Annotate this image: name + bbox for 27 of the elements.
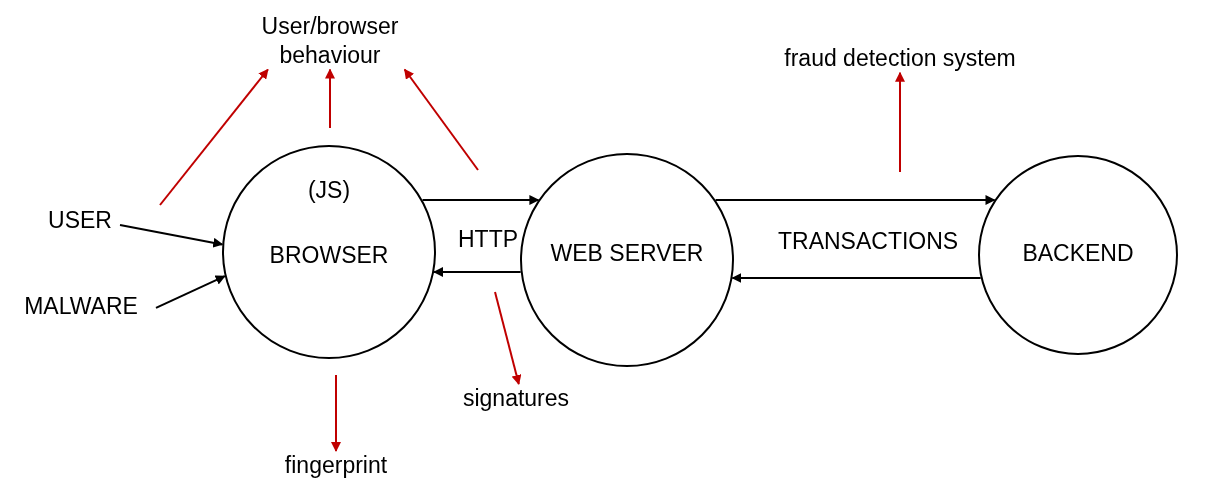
node-label: BACKEND	[1022, 240, 1134, 268]
node-label: (JS)	[307, 177, 351, 205]
arrow	[155, 275, 226, 309]
text-label: signatures	[436, 384, 596, 413]
text-label: MALWARE	[6, 292, 156, 321]
arrow	[714, 195, 996, 205]
arrow	[895, 71, 905, 173]
arrow	[325, 68, 335, 129]
text-label: fingerprint	[261, 451, 411, 480]
arrow	[119, 224, 224, 248]
text-label: USER	[40, 206, 120, 235]
circle-node	[978, 155, 1178, 355]
arrow	[331, 374, 341, 452]
text-label: fraud detection system	[740, 44, 1060, 73]
node-label: WEB SERVER	[550, 240, 704, 268]
connector-label: TRANSACTIONS	[778, 228, 959, 255]
arrow	[403, 68, 479, 171]
arrow	[159, 68, 269, 206]
connector-label: HTTP	[458, 226, 519, 253]
arrow	[494, 291, 522, 385]
circle-node	[520, 153, 734, 367]
arrow	[731, 273, 982, 283]
circle-node	[222, 145, 436, 359]
arrow	[421, 195, 540, 205]
text-label: User/browser behaviour	[225, 12, 435, 70]
node-label: BROWSER	[269, 242, 389, 270]
arrow	[433, 267, 522, 277]
